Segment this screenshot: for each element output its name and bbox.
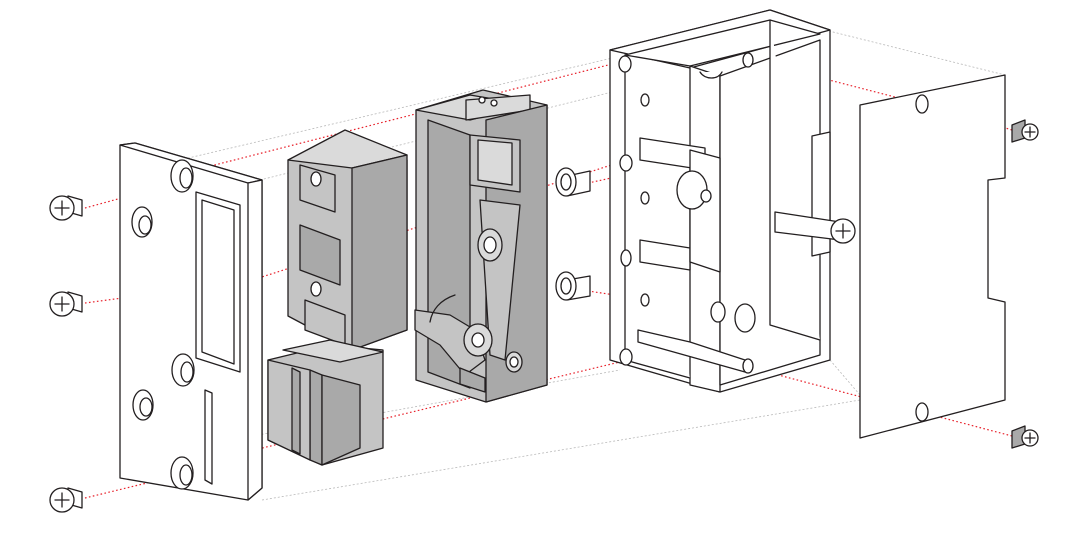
lower-keeper xyxy=(267,339,384,466)
phillips-screw-bottom xyxy=(49,487,83,513)
arrow-mid-to-box xyxy=(189,158,629,301)
cover-plate xyxy=(859,74,1006,439)
short-screw-top xyxy=(1011,119,1039,143)
arrow-cover-top-left xyxy=(750,57,919,104)
upper-keeper-housing xyxy=(287,129,408,351)
phillips-screw-top xyxy=(49,195,83,221)
arrow-right-bottom-screw xyxy=(927,413,1013,437)
arrow-faceplate-to-box-bottom xyxy=(199,357,630,464)
phillips-screw-middle xyxy=(49,291,83,317)
solenoid-mechanism xyxy=(414,89,548,403)
mounting-box xyxy=(609,9,831,393)
mounting-pin-upper xyxy=(555,167,591,197)
mounting-pin-lower xyxy=(555,271,591,301)
short-screw-bottom xyxy=(1011,425,1039,449)
strike-faceplate xyxy=(119,142,263,501)
arrow-pin-upper xyxy=(587,171,632,184)
arrow-faceplate-to-box-top xyxy=(194,57,630,171)
cross-bolt xyxy=(774,211,856,244)
